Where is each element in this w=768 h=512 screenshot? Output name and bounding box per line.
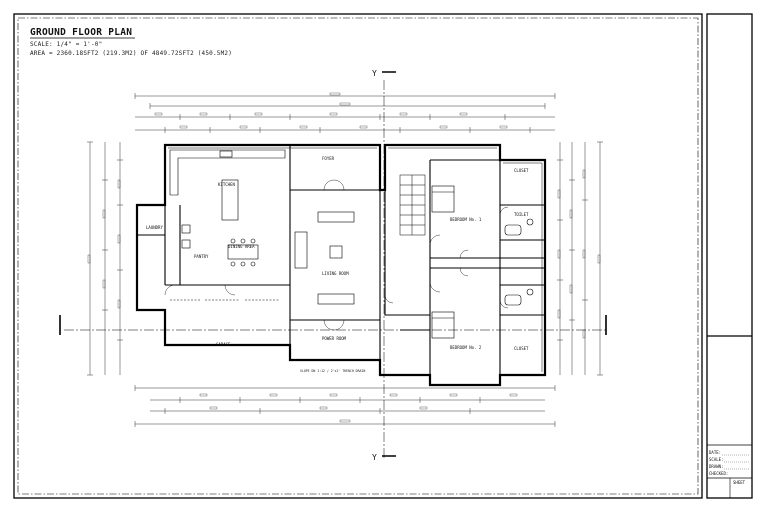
exterior-walls — [135, 143, 547, 387]
interior-walls — [137, 145, 545, 385]
dimension-tags — [87, 92, 601, 423]
room-label-bedroom-1: BEDROOM No. 1 — [450, 217, 482, 222]
title-block-drawn: DRAWN: — [709, 464, 723, 469]
room-label-garage: GARAGE — [216, 342, 231, 347]
room-label-closet-1: CLOSET — [514, 168, 529, 173]
kitchen-island-icon — [221, 179, 239, 221]
title-block: DATE: SCALE: DRAWN: CHECKED: SHEET — [706, 13, 753, 499]
sheet-outer-border — [13, 13, 703, 499]
room-label-foyer: FOYER — [322, 156, 335, 161]
bed-1-icon — [431, 185, 455, 213]
sofa-bottom-icon — [317, 293, 355, 305]
section-mark-bottom: Y — [372, 453, 377, 462]
dining-table-icon — [227, 244, 259, 260]
sofa-side-icon — [294, 231, 308, 269]
title-block-scale: SCALE: — [709, 457, 723, 462]
room-label-bedroom-2: BEDROOM No. 2 — [450, 345, 482, 350]
bed-2-icon — [431, 311, 455, 339]
sofa-top-icon — [317, 211, 355, 223]
room-label-living-room: LIVING ROOM — [322, 271, 349, 276]
room-label-dining-area: DINING AREA — [228, 244, 255, 249]
drainage-note: SLOPE DN 1:12 / 2'x2' TRENCH DRAIN — [300, 369, 365, 373]
door-swings — [164, 179, 509, 331]
title-block-sheet: SHEET — [733, 480, 746, 485]
title-block-checked: CHECKED: — [709, 471, 728, 476]
plan-title: GROUND FLOOR PLAN — [30, 27, 132, 38]
plan-area: AREA = 2360.18SFT2 (219.3M2) OF 4849.72S… — [30, 50, 232, 57]
kitchen-sink-icon — [219, 150, 233, 158]
sheet-inner-border — [17, 17, 699, 495]
room-label-power-room: POWER ROOM — [322, 336, 347, 341]
room-label-laundry: LAUNDRY — [146, 225, 163, 230]
title-block-date: DATE: — [709, 450, 721, 455]
room-label-toilet: TOILET — [514, 212, 529, 217]
section-cut-lines — [59, 71, 608, 460]
plan-scale: SCALE: 1/4" = 1'-0" — [30, 41, 102, 48]
room-label-closet-2: CLOSET — [514, 346, 529, 351]
toilet-2-icon — [526, 288, 534, 296]
furniture — [169, 149, 534, 346]
room-label-pantry: PANTRY — [194, 254, 209, 259]
section-mark-top: Y — [372, 69, 377, 78]
stair — [399, 174, 426, 236]
coffee-table-icon — [329, 245, 343, 259]
room-label-kitchen: KITCHEN — [218, 182, 235, 187]
toilet-1-icon — [526, 218, 534, 226]
dimension-lines — [87, 93, 603, 427]
